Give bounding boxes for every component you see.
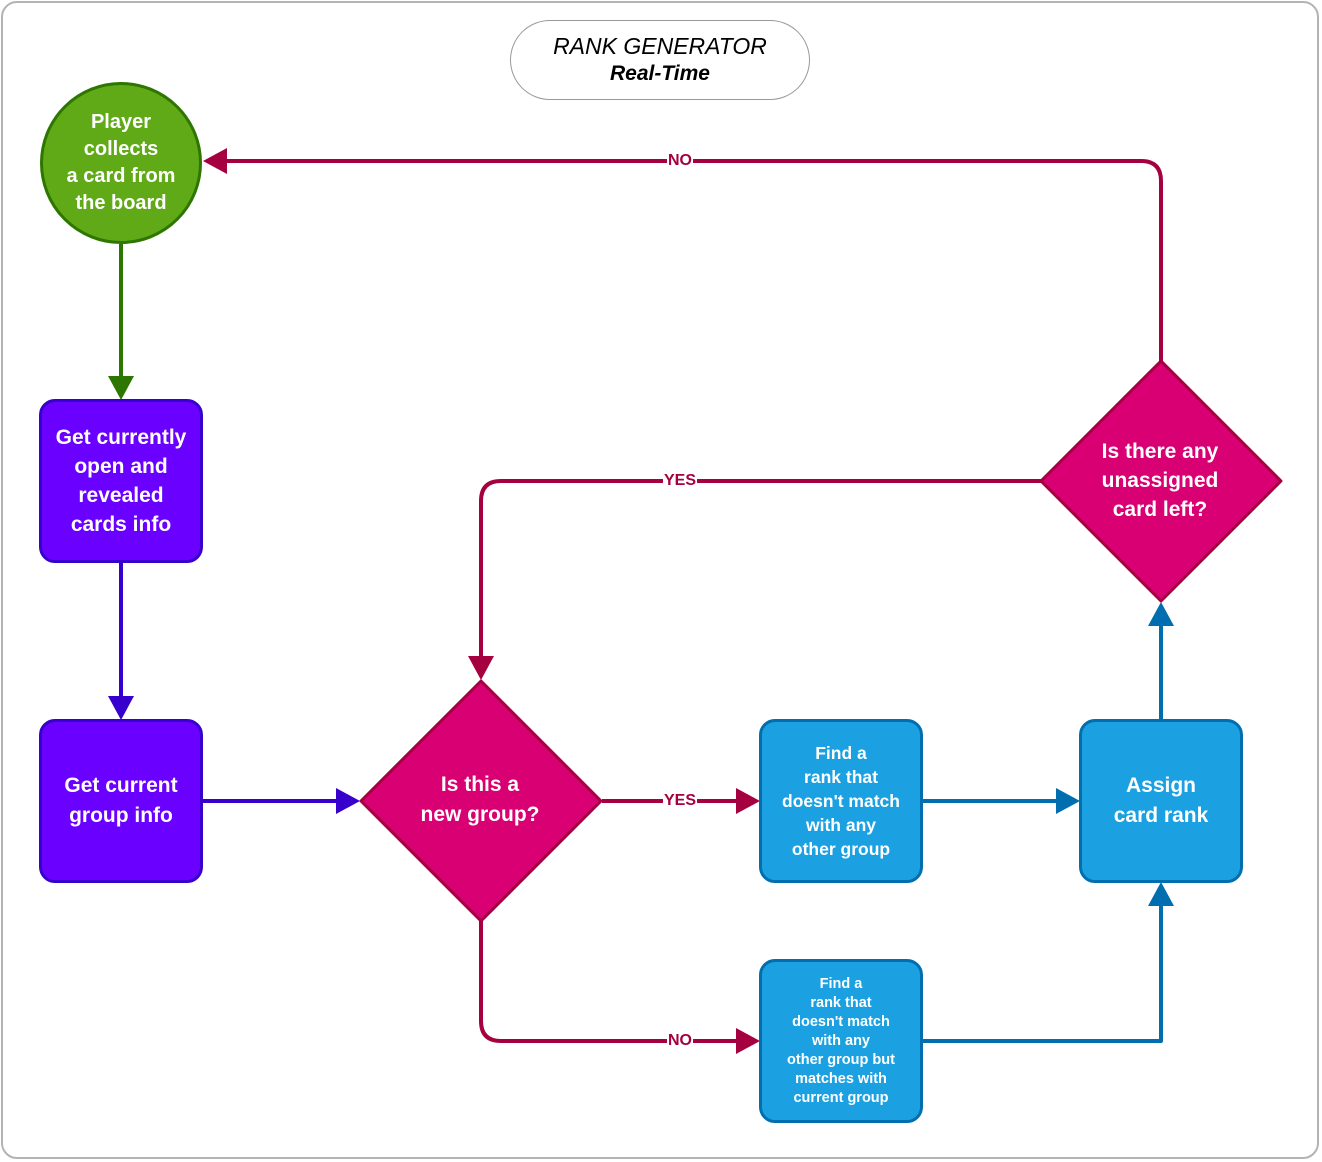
edge-decision-no-to-find-rank-existing [479, 921, 738, 1043]
arrowhead-icon [1056, 788, 1080, 814]
arrowhead-icon [468, 656, 494, 680]
arrowhead-icon [336, 788, 360, 814]
arrowhead-icon [203, 148, 227, 174]
arrowhead-icon [736, 1028, 760, 1054]
title-main: RANK GENERATOR [553, 33, 767, 59]
assign-card-rank-node: Assign card rank [1079, 719, 1243, 883]
arrowhead-icon [108, 696, 134, 720]
edge-label-no-existing-group: NO [667, 1031, 693, 1051]
edge-unassigned-yes-to-decision [479, 479, 1041, 658]
get-cards-info-node: Get currently open and revealed cards in… [39, 399, 203, 563]
edge-find-rank-existing-to-assign [923, 904, 1163, 1043]
edge-label-yes-next: YES [662, 471, 698, 491]
edge-label-no-loop: NO [667, 151, 693, 171]
edge-label-yes-new-group: YES [662, 791, 698, 811]
diagram-title: RANK GENERATOR Real-Time [510, 20, 810, 100]
arrowhead-icon [1148, 882, 1174, 906]
arrowhead-icon [736, 788, 760, 814]
decision-new-group-label: Is this a new group? [420, 773, 540, 826]
find-rank-new-group-node: Find a rank that doesn't match with any … [759, 719, 923, 883]
arrowhead-icon [1148, 602, 1174, 626]
decision-diamond-unassigned [1039, 359, 1283, 603]
start-node: Player collects a card from the board [40, 82, 202, 244]
arrowhead-icon [108, 376, 134, 400]
decision-unassigned-label: Is there any unassigned card left? [1101, 439, 1219, 521]
edge-unassigned-no-to-start [225, 159, 1163, 361]
find-rank-existing-group-node: Find a rank that doesn't match with any … [759, 959, 923, 1123]
title-subtitle: Real-Time [610, 62, 710, 85]
decision-diamond-new-group [359, 679, 603, 923]
get-group-info-node: Get current group info [39, 719, 203, 883]
